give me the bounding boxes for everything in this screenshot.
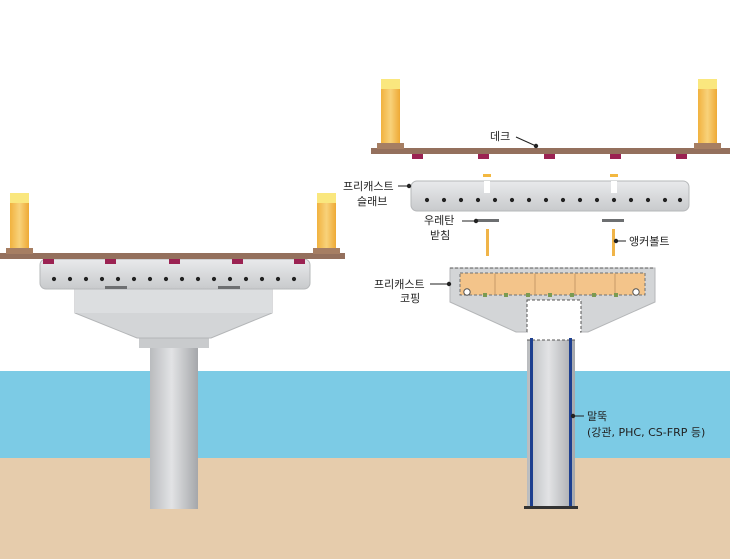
slab-sleeve-left [484,181,490,193]
ground-layer [0,458,730,559]
railing-post-icon [313,193,340,254]
precast-slab-exploded [410,180,690,212]
label-pile-1: 말뚝 [587,410,607,423]
label-urethane-1: 우레탄 [424,214,454,227]
water-layer [0,371,730,461]
slab-dot-row [51,276,297,282]
coping-recess [459,272,646,296]
socket-gap-cover [528,331,580,335]
deck-beam-assembled [0,253,345,259]
slab-sleeve-right [611,181,617,193]
deck-pads-assembled [43,259,305,264]
anchor-bolt-left [486,229,489,256]
label-urethane-2: 받침 [430,229,450,242]
bearing-strip-left [105,286,127,289]
coping-divider-lines [494,274,616,294]
slab-dot-row-exploded [424,197,683,203]
urethane-bearing-left [477,219,499,222]
assembled-pier [0,193,345,509]
label-deck: 데크 [490,130,510,143]
anchor-bolt-right [612,229,615,256]
bearing-strip-right [218,286,240,289]
label-precast-slab-1: 프리캐스트 [343,180,394,193]
shear-studs [483,293,618,297]
bolt-icon [463,288,640,296]
sleeve-cap-right [610,174,618,177]
label-anchor-bolt: 앵커볼트 [629,235,669,248]
label-precast-slab-2: 슬래브 [357,195,387,208]
railing-post-icon [694,79,721,149]
label-pile-2: (강관, PHC, CS-FRP 등) [587,426,705,439]
pile-steel-right [569,338,572,508]
railing-post-icon [6,193,33,254]
column-collar [139,336,209,348]
leader-dot-icon [406,143,619,419]
pier-column [150,342,198,509]
label-precast-coping-2: 코핑 [400,292,420,305]
pile-steel-left [530,338,533,508]
deck-beam-exploded [371,148,730,154]
sleeve-cap-left [483,174,491,177]
deck-pads-exploded [412,154,687,159]
urethane-bearing-right [602,219,624,222]
coping-socket-dashed [526,299,582,333]
pile-body [527,340,575,508]
railing-post-icon [377,79,404,149]
pile-base-line [524,506,578,509]
coping-top-band [75,288,272,313]
label-precast-coping-1: 프리캐스트 [374,278,425,291]
exploded-pier [371,79,730,509]
